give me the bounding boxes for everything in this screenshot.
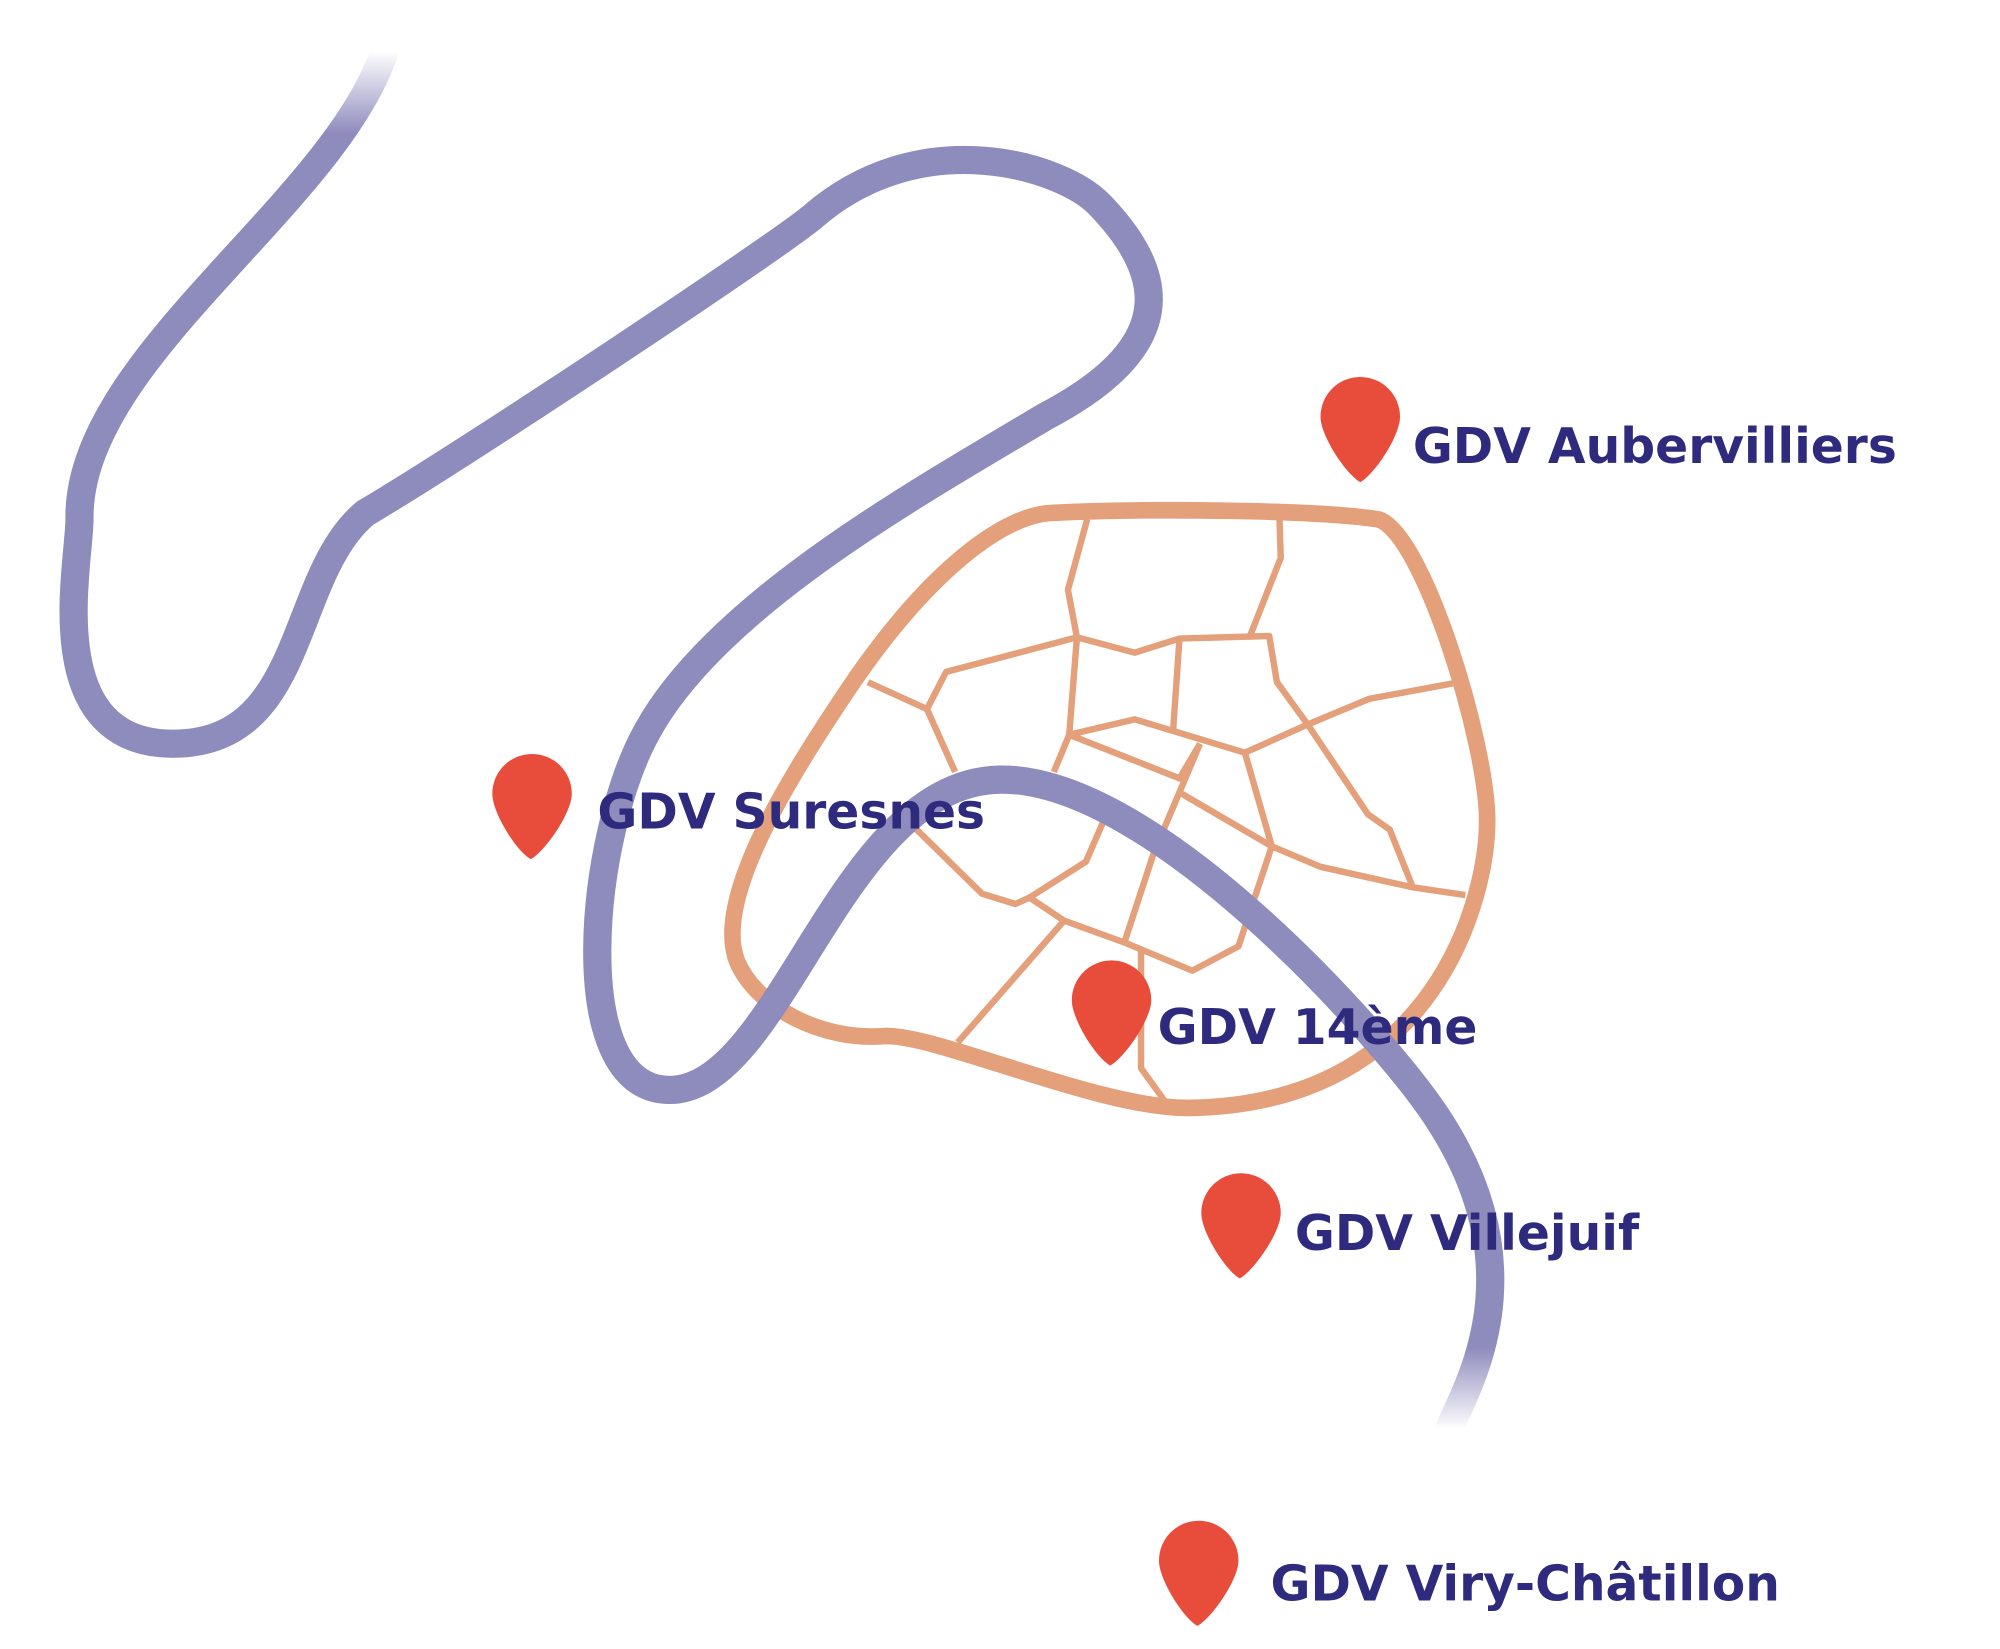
map-pin-icon (1320, 376, 1400, 483)
location-villejuif[interactable]: GDV Villejuif (1201, 1173, 1640, 1279)
map-pin-icon (492, 753, 572, 860)
location-suresnes[interactable]: GDV Suresnes (492, 753, 985, 860)
location-14eme[interactable]: GDV 14ème (1071, 960, 1478, 1066)
location-aubervilliers[interactable]: GDV Aubervilliers (1320, 376, 1897, 483)
arrondissement-lines (866, 518, 1466, 1103)
location-label: GDV Aubervilliers (1413, 419, 1897, 475)
river (59, 37, 1505, 1444)
map-pin-icon (1071, 960, 1152, 1066)
map-pin-icon (1158, 1520, 1239, 1626)
map-pin-icon (1201, 1173, 1281, 1279)
location-label: GDV Villejuif (1295, 1206, 1640, 1262)
location-viry-chatillon[interactable]: GDV Viry-Châtillon (1158, 1520, 1780, 1626)
location-label: GDV Suresnes (597, 784, 985, 840)
location-label: GDV 14ème (1158, 1000, 1478, 1056)
location-label: GDV Viry-Châtillon (1271, 1556, 1780, 1612)
paris-outline (724, 501, 1496, 1117)
